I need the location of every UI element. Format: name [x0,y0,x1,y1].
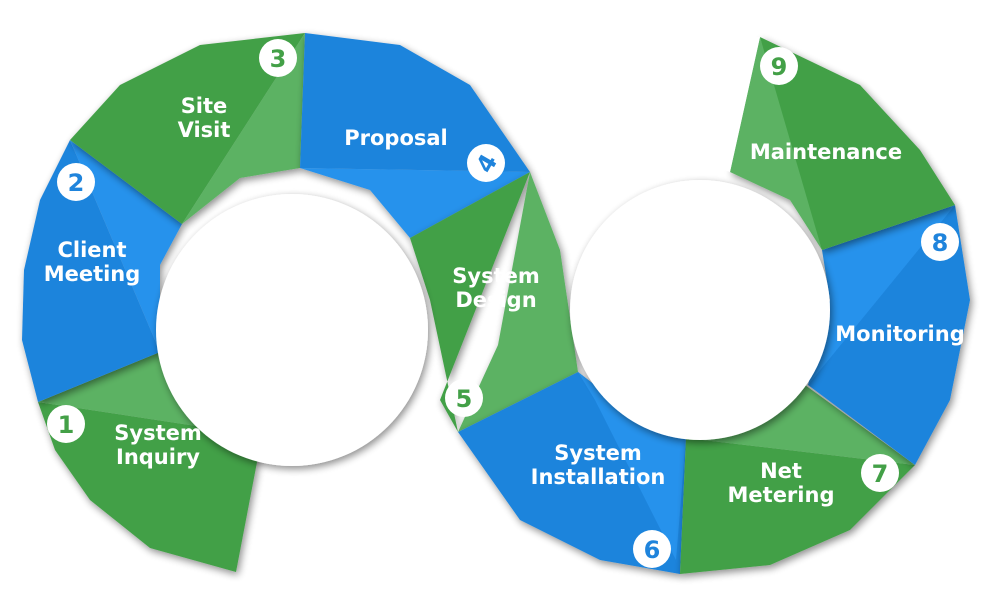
step-label-line: Installation [531,465,666,489]
segment-facet-light [578,372,686,560]
badge-number: 9 [771,53,788,81]
badges-layer: 1 2 3 4 5 6 7 8 9 [47,39,959,568]
segment-facet-dark [680,438,915,574]
badge-circle [467,144,505,182]
step-number-badge-8: 8 [921,223,959,261]
step-label-line: Design [455,288,536,312]
step-label-line: Meeting [44,262,141,286]
segment-facet-light [70,140,182,352]
badge-circle [633,530,671,568]
step-label-line: System [554,441,641,465]
step-label-line: Proposal [344,126,448,150]
badge-circle [259,39,297,77]
segment-facet-light [730,37,822,250]
badge-circle [47,405,85,443]
step-label-line: Visit [178,118,231,142]
segment-facet-dark [300,33,530,172]
step-number-badge-7: 7 [861,454,899,492]
step-label-line: System [114,421,201,445]
badge-number: 3 [270,45,287,73]
badge-number: 5 [456,385,473,413]
step-number-badge-2: 2 [57,163,95,201]
step-number-badge-3: 3 [259,39,297,77]
segment-facet-dark [410,172,530,432]
inner-hole-right [570,180,830,440]
step-segment-3 [70,33,305,224]
step-label-line: Metering [728,483,835,507]
segment-facet-light [182,33,305,224]
step-segment-5 [410,172,578,432]
badge-number: 1 [58,411,75,439]
badge-circle [760,47,798,85]
segment-facet-dark [70,33,305,224]
step-number-badge-5: 5 [445,379,483,417]
segment-facet-light [808,205,955,385]
inner-holes-layer [156,30,830,466]
step-segment-8 [808,205,970,465]
badge-number: 7 [872,460,889,488]
step-label-line: Site [181,94,228,118]
badge-number: 6 [644,536,661,564]
badge-circle [445,379,483,417]
step-label-8: Monitoring [835,322,964,346]
step-segment-6 [458,372,686,574]
step-segment-7 [680,385,915,574]
step-number-badge-6: 6 [633,530,671,568]
segment-facet-dark [808,205,970,465]
segment-facet-dark [22,140,160,402]
segment-facet-light [686,385,915,465]
step-number-badge-4: 4 [467,144,505,182]
step-segment-4 [300,33,530,238]
step-segment-9 [730,37,955,250]
step-label-line: Inquiry [116,445,200,469]
segment-facet-light [458,172,578,432]
gap-mask [570,30,760,172]
step-segment-2 [22,140,182,402]
step-label-line: Client [57,238,126,262]
inner-hole-left [156,194,428,466]
step-number-badge-9: 9 [760,47,798,85]
segment-facet-light [300,168,530,238]
step-label-9: Maintenance [750,140,902,164]
badge-circle [921,223,959,261]
step-label-4: Proposal [344,126,448,150]
badge-number: 2 [68,169,85,197]
badge-circle [57,163,95,201]
step-label-line: Maintenance [750,140,902,164]
step-number-badge-1: 1 [47,405,85,443]
badge-circle [861,454,899,492]
segment-facet-dark [38,402,262,572]
segment-facet-dark [760,37,955,250]
step-label-line: Net [760,459,802,483]
step-label-line: System [452,264,539,288]
step-label-line: Monitoring [835,322,964,346]
segments-layer [22,33,970,574]
badge-number: 8 [932,229,949,257]
